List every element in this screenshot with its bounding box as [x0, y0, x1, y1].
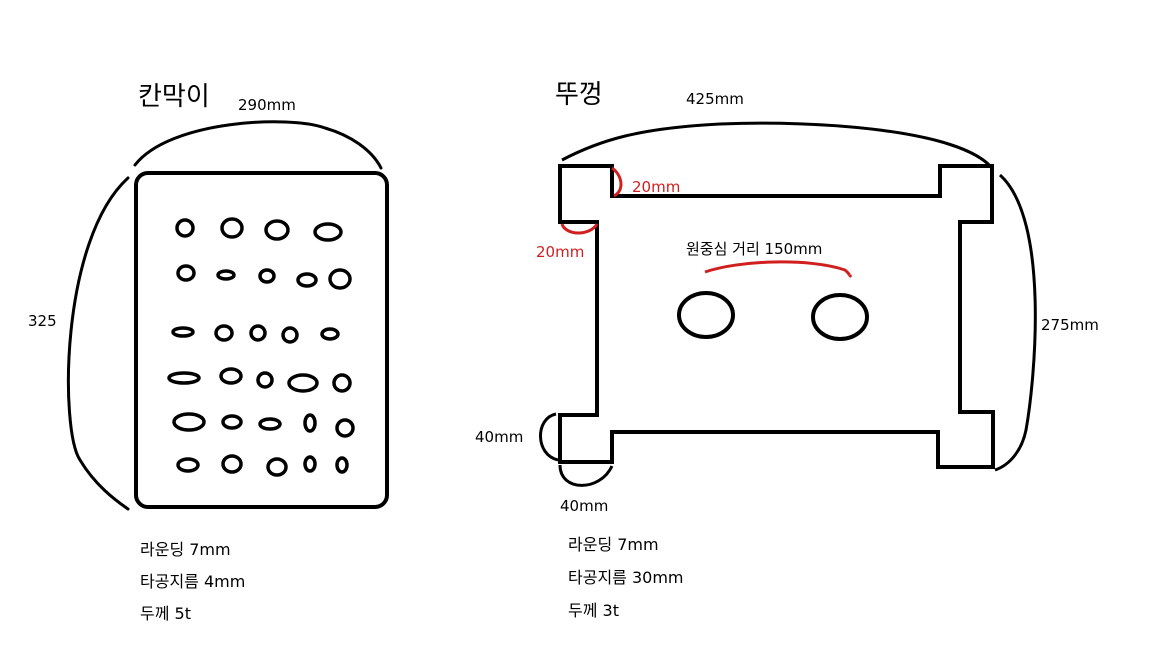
partition-hole	[167, 371, 201, 385]
partition-hole	[256, 371, 274, 389]
partition-hole	[313, 222, 343, 242]
lid-width-arc	[561, 121, 994, 169]
lid-notch-small-top-arc	[611, 166, 623, 198]
lid-hole-left	[677, 291, 735, 339]
partition-hole	[249, 324, 267, 342]
lid-center-distance-arc[interactable]	[704, 260, 852, 278]
lid-notch-large-left-label: 40mm	[475, 428, 524, 446]
partition-hole	[281, 326, 299, 344]
partition-height-label: 325	[28, 312, 57, 330]
partition-hole	[264, 219, 290, 241]
partition-hole	[258, 417, 282, 431]
partition-hole	[176, 457, 200, 473]
lid-height-arc	[994, 173, 1037, 472]
partition-hole	[176, 264, 196, 282]
lid-center-distance-label: 원중심 거리 150mm	[686, 240, 823, 258]
partition-hole	[220, 217, 244, 239]
lid-hole-right	[811, 293, 869, 341]
partition-hole	[303, 455, 317, 473]
partition-hole	[216, 269, 236, 281]
partition-holes	[167, 217, 355, 477]
partition-hole	[335, 418, 355, 438]
lid-spec-thickness: 두께 3t	[568, 601, 619, 620]
lid-notch-large-left-arc	[539, 412, 559, 462]
partition-hole	[328, 268, 352, 290]
partition-hole	[303, 413, 317, 433]
lid-notch-small-left-arc	[560, 223, 599, 235]
partition-hole	[219, 367, 243, 385]
partition-outline	[134, 171, 389, 509]
partition-title: 칸막이	[138, 82, 210, 112]
partition-width-label: 290mm	[238, 96, 296, 114]
partition-hole	[320, 327, 340, 341]
partition-hole	[296, 272, 318, 288]
partition-hole	[335, 456, 349, 474]
lid-notch-small-left-label: 20mm	[536, 243, 585, 261]
lid-notch-large-bottom-label: 40mm	[560, 497, 609, 515]
partition-hole	[221, 414, 243, 430]
partition-hole	[171, 326, 195, 338]
lid-drawing	[539, 121, 1037, 487]
lid-height-label: 275mm	[1041, 316, 1099, 334]
lid-spec-hole-diameter: 타공지름 30mm	[568, 568, 684, 587]
partition-height-arc	[66, 176, 130, 511]
lid-spec-rounding: 라운딩 7mm	[568, 535, 659, 554]
lid-width-label: 425mm	[686, 90, 744, 108]
partition-hole	[214, 324, 234, 342]
partition-hole	[332, 373, 352, 393]
partition-hole	[175, 218, 195, 238]
partition-drawing	[66, 120, 389, 511]
partition-hole	[287, 373, 319, 393]
lid-notch-large-bottom-arc	[558, 464, 614, 487]
lid-title: 뚜껑	[555, 80, 603, 110]
partition-width-arc	[133, 120, 383, 170]
partition-hole	[172, 412, 206, 432]
partition-hole	[221, 454, 243, 474]
partition-spec-rounding: 라운딩 7mm	[140, 540, 231, 559]
partition-spec-thickness: 두께 5t	[140, 604, 191, 623]
lid-outline	[558, 164, 995, 469]
lid-notch-small-top-label: 20mm	[632, 178, 681, 196]
partition-hole	[258, 268, 276, 284]
partition-hole	[266, 457, 288, 477]
partition-spec-hole-diameter: 타공지름 4mm	[140, 572, 246, 591]
